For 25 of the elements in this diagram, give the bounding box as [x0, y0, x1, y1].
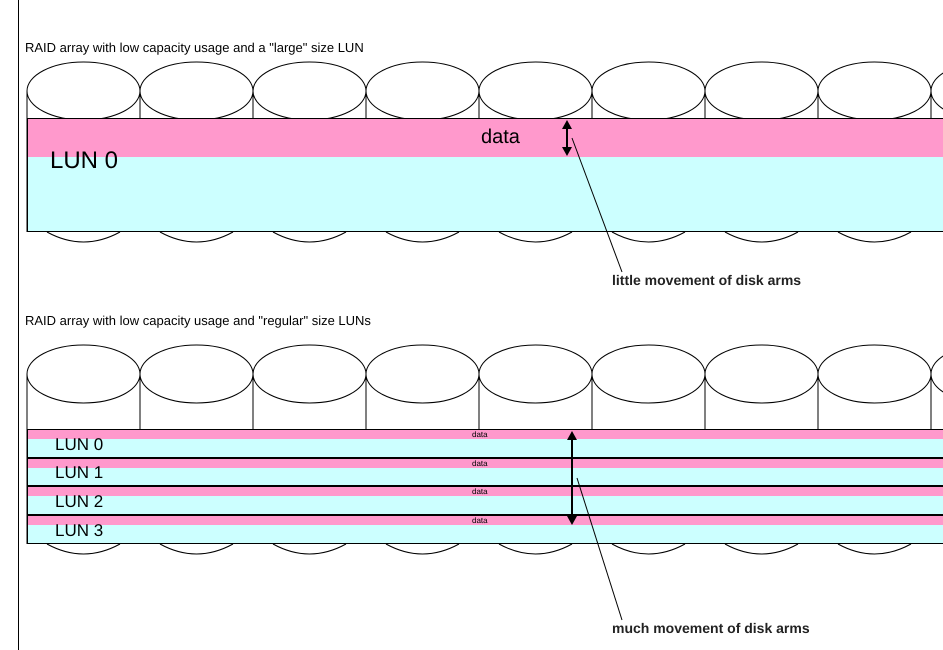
- lun-label: LUN 0: [55, 436, 104, 453]
- lun-box: [27, 486, 943, 515]
- lun-box: [27, 515, 943, 544]
- lun-label: LUN 1: [55, 464, 104, 481]
- lun-label: LUN 2: [55, 493, 104, 510]
- data-label: data: [472, 486, 488, 498]
- lun-box: [27, 429, 943, 458]
- array-heading: RAID array with low capacity usage and a "large" size LUN: [25, 40, 364, 55]
- lun-label: LUN 0: [50, 149, 118, 173]
- data-label: data: [472, 429, 488, 440]
- data-stripe: [28, 516, 943, 525]
- data-label: data: [472, 515, 488, 526]
- data-stripe: [28, 459, 943, 468]
- annotation-text: much movement of disk arms: [612, 620, 810, 636]
- leader-line: [576, 478, 622, 620]
- lun-box: [27, 458, 943, 486]
- leader-line: [572, 138, 622, 272]
- data-label: data: [481, 125, 520, 150]
- lun-label: LUN 3: [55, 522, 104, 539]
- data-stripe: [28, 430, 943, 439]
- lun-box: [27, 118, 943, 232]
- data-label: data: [472, 458, 488, 470]
- data-stripe: [28, 487, 943, 496]
- array-heading: RAID array with low capacity usage and "regular" size LUNs: [25, 313, 371, 328]
- annotation-text: little movement of disk arms: [612, 272, 802, 288]
